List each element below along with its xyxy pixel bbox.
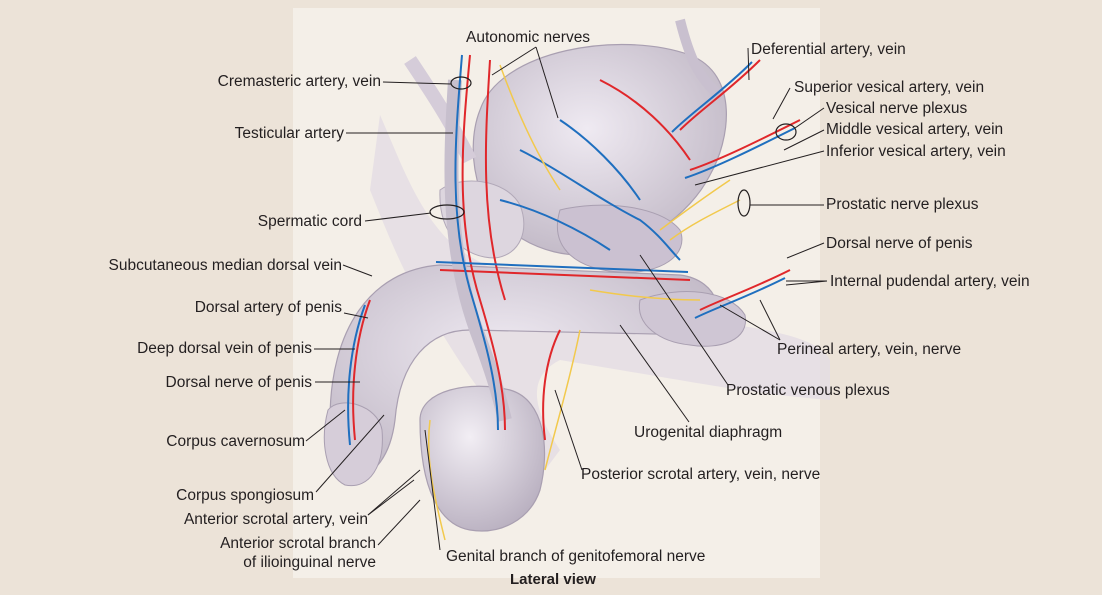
label-subcutaneous-vein: Subcutaneous median dorsal vein — [108, 257, 342, 274]
label-genital-branch: Genital branch of genitofemoral nerve — [446, 548, 706, 565]
veins — [347, 54, 796, 446]
nerves — [427, 64, 741, 541]
label-autonomic-nerves: Autonomic nerves — [466, 29, 591, 46]
prostatic-plexus-ring — [737, 189, 751, 217]
spermatic-cord-ring — [429, 204, 465, 220]
leader-lines — [305, 46, 828, 551]
spermatic-cord — [444, 79, 512, 422]
prostate — [557, 204, 683, 273]
label-superior-vesical: Superior vesical artery, vein — [794, 79, 985, 96]
penile-bulb — [638, 291, 746, 347]
vesical-plexus-ring — [775, 123, 797, 141]
glans — [323, 402, 383, 487]
label-spermatic-cord: Spermatic cord — [257, 213, 362, 230]
label-anterior-scrotal-branch-2: of ilioinguinal nerve — [243, 554, 376, 571]
body-wall — [370, 115, 830, 470]
caption-lateral-view: Lateral view — [510, 571, 596, 588]
label-posterior-scrotal: Posterior scrotal artery, vein, nerve — [581, 466, 821, 483]
label-deferential: Deferential artery, vein — [751, 41, 906, 58]
label-prostatic-nerve-plexus: Prostatic nerve plexus — [826, 196, 979, 213]
arteries — [352, 54, 801, 441]
label-corpus-spongiosum: Corpus spongiosum — [176, 487, 314, 504]
vas-deferens — [675, 18, 724, 99]
label-anterior-scrotal: Anterior scrotal artery, vein — [183, 511, 368, 528]
label-dorsal-artery: Dorsal artery of penis — [194, 299, 342, 316]
label-dorsal-nerve-penis-right: Dorsal nerve of penis — [826, 235, 973, 252]
label-urogenital-diaphragm: Urogenital diaphragm — [634, 424, 783, 441]
label-inferior-vesical: Inferior vesical artery, vein — [826, 143, 1006, 160]
label-corpus-cavernosum: Corpus cavernosum — [166, 433, 305, 450]
scrotum — [419, 385, 546, 532]
label-internal-pudendal: Internal pudendal artery, vein — [830, 273, 1030, 290]
label-middle-vesical: Middle vesical artery, vein — [826, 121, 1004, 138]
label-testicular-artery: Testicular artery — [234, 125, 344, 142]
label-deep-dorsal-vein: Deep dorsal vein of penis — [137, 340, 312, 357]
label-prostatic-venous-plexus: Prostatic venous plexus — [726, 382, 890, 399]
label-perineal: Perineal artery, vein, nerve — [777, 341, 962, 358]
label-cremasteric: Cremasteric artery, vein — [217, 73, 381, 90]
label-vesical-plexus: Vesical nerve plexus — [826, 100, 968, 117]
label-anterior-scrotal-branch-1: Anterior scrotal branch — [220, 535, 376, 552]
cremasteric-ring — [450, 76, 472, 90]
label-dorsal-nerve-penis-left: Dorsal nerve of penis — [165, 374, 312, 391]
